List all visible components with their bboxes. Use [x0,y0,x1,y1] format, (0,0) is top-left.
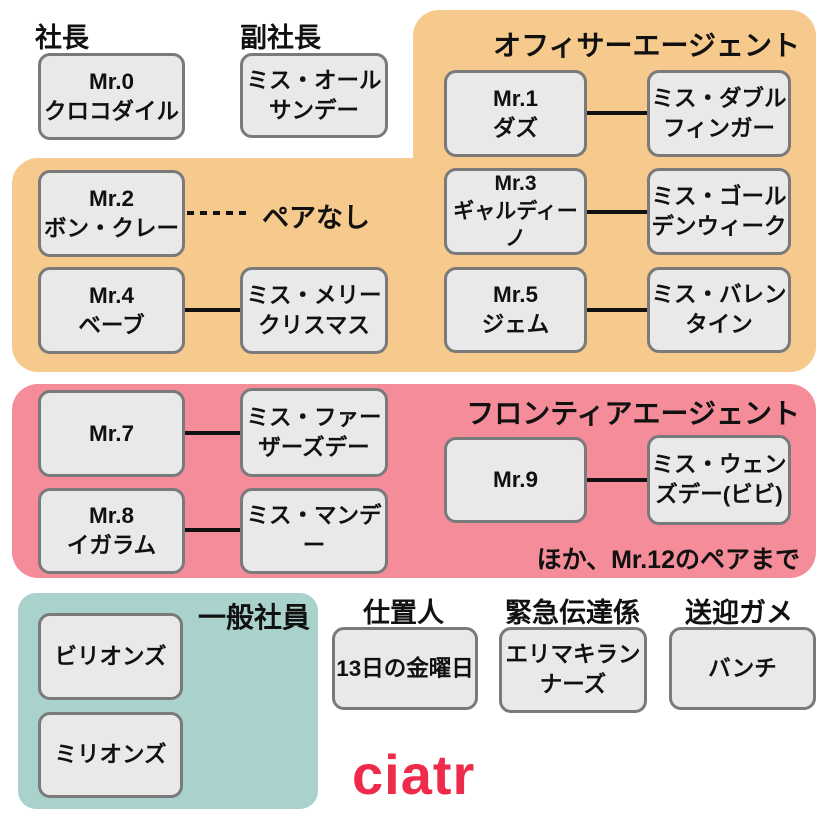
general-staff-title: 一般社員 [197,602,310,633]
punisher-label: 仕置人 [363,598,444,628]
member-box-miss-doublefinger: ミス・ダブル フィンガー [647,70,791,157]
member-box-erimaki-runners: エリマキラン ナーズ [499,627,647,713]
member-box-miss-all-sunday: ミス・オール サンデー [240,53,388,138]
member-box-mr2-bon-kurei: Mr.2 ボン・クレー [38,170,185,257]
president-label: 社長 [35,23,89,53]
pair-line-mr4 [185,308,240,312]
member-box-miss-merrychristmas: ミス・メリー クリスマス [240,267,388,354]
pair-line-mr8 [185,528,240,532]
member-box-mr4-babe: Mr.4 ベーブ [38,267,185,354]
officer-agents-title: オフィサーエージェント [493,30,800,61]
member-box-miss-goldenweek: ミス・ゴール デンウィーク [647,168,791,255]
member-box-mr7: Mr.7 [38,390,185,477]
pair-line-mr9 [587,478,647,482]
pair-line-mr7 [185,431,240,435]
no-pair-label: ペアなし [262,203,370,233]
member-box-mr9: Mr.9 [444,437,587,523]
member-box-mr0-crocodile: Mr.0 クロコダイル [38,53,185,140]
courier-label: 緊急伝達係 [505,598,640,628]
member-box-mr3-galdino: Mr.3 ギャルディーノ [444,168,587,255]
member-box-millions: ミリオンズ [38,712,183,798]
pair-line-mr1 [587,111,647,115]
member-box-billions: ビリオンズ [38,613,183,700]
member-box-miss-valentine: ミス・バレン タイン [647,267,791,353]
pair-line-dashed-mr2 [187,211,249,215]
member-box-miss-monday: ミス・マンデ ー [240,488,388,574]
member-box-miss-fathersday: ミス・ファー ザーズデー [240,388,388,477]
frontier-agents-title: フロンティアエージェント [466,398,800,429]
ciatr-logo: ciatr [352,743,476,806]
member-box-mr1-daz: Mr.1 ダズ [444,70,587,157]
member-box-mr8-igaram: Mr.8 イガラム [38,488,185,574]
transport-label: 送迎ガメ [685,598,793,628]
pair-line-mr5 [587,308,647,312]
member-box-bunch: バンチ [669,627,816,710]
member-box-friday-the-13th: 13日の金曜日 [332,627,478,710]
vice-president-label: 副社長 [240,23,321,53]
frontier-note: ほか、Mr.12のペアまで [536,546,800,574]
member-box-mr5-gem: Mr.5 ジェム [444,267,587,353]
member-box-miss-wednesday-vivi: ミス・ウェン ズデー(ビビ) [647,435,791,525]
pair-line-mr3 [587,210,647,214]
